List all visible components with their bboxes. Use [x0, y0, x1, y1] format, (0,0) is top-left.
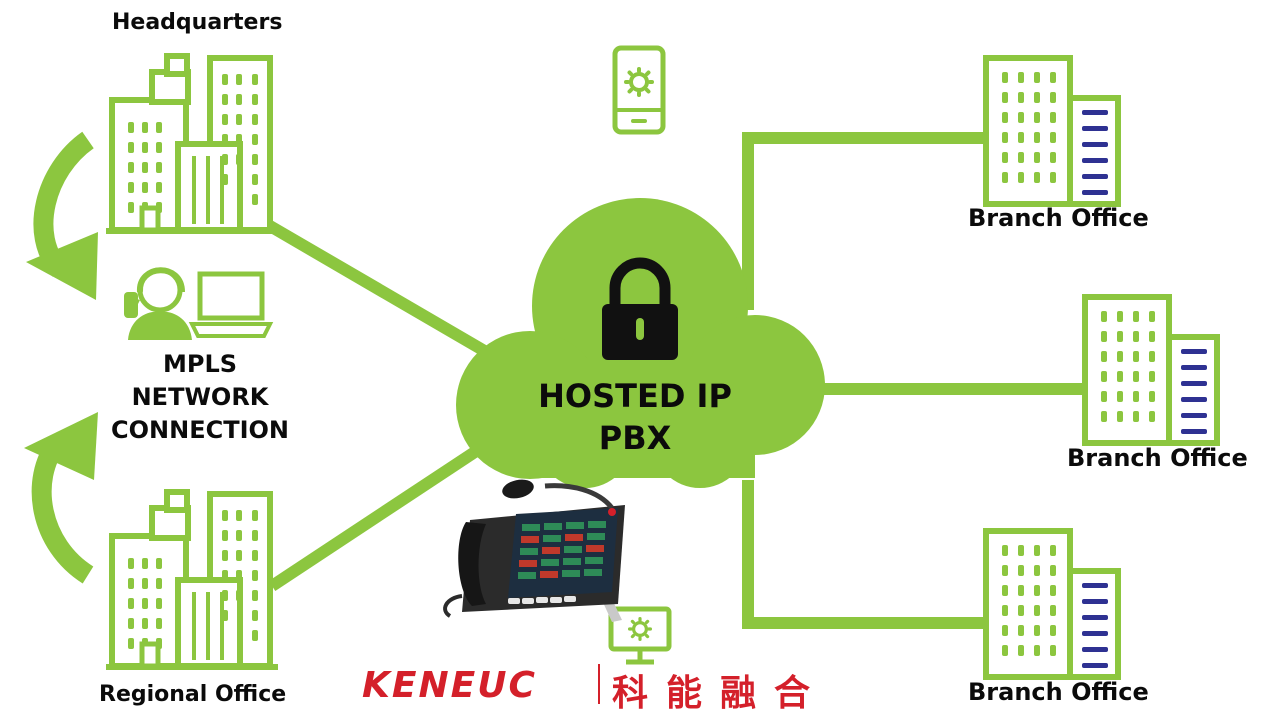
branch-office-building-icon [1085, 297, 1217, 443]
smartphone-gear-icon [612, 45, 666, 135]
link-cloud-branch-top [742, 132, 990, 310]
curved-arrow-icon [24, 412, 98, 584]
brand-divider [598, 664, 600, 704]
mpls-network-connection-label: MPLS NETWORK CONNECTION [100, 348, 300, 447]
headquarters-label: Headquarters [112, 10, 283, 35]
link-regional-cloud [268, 432, 500, 592]
branch-office-building-icon [986, 531, 1118, 677]
regional-office-label: Regional Office [99, 682, 287, 707]
ip-desk-phone-icon [443, 479, 625, 622]
mpls-label-line: CONNECTION [111, 416, 289, 444]
link-headquarters-cloud [266, 220, 504, 366]
headquarters-building-icon [106, 56, 278, 234]
hosted-ip-pbx-label: HOSTED IP PBX [520, 375, 750, 459]
operator-headset-icon [124, 267, 192, 340]
branch-office-building-icon [986, 58, 1118, 204]
brand-logo-chinese: 科能融合 [612, 673, 829, 714]
branch-office-label: Branch Office [1067, 444, 1248, 472]
branch-office-label: Branch Office [968, 678, 1149, 706]
brand-logo: KENEUC [362, 665, 537, 706]
monitor-gear-icon [608, 606, 672, 665]
mpls-label-line: NETWORK [131, 383, 269, 411]
link-cloud-branch-bottom [742, 480, 990, 629]
lock-icon [602, 257, 678, 360]
regional-office-building-icon [106, 492, 278, 670]
connection-lines [266, 132, 1090, 629]
cloud-label-line: PBX [598, 419, 672, 457]
branch-office-label: Branch Office [968, 204, 1149, 232]
laptop-icon [188, 271, 274, 338]
cloud-label-line: HOSTED IP [538, 377, 732, 415]
mpls-label-line: MPLS [162, 350, 238, 378]
curved-arrow-icon [26, 131, 98, 300]
